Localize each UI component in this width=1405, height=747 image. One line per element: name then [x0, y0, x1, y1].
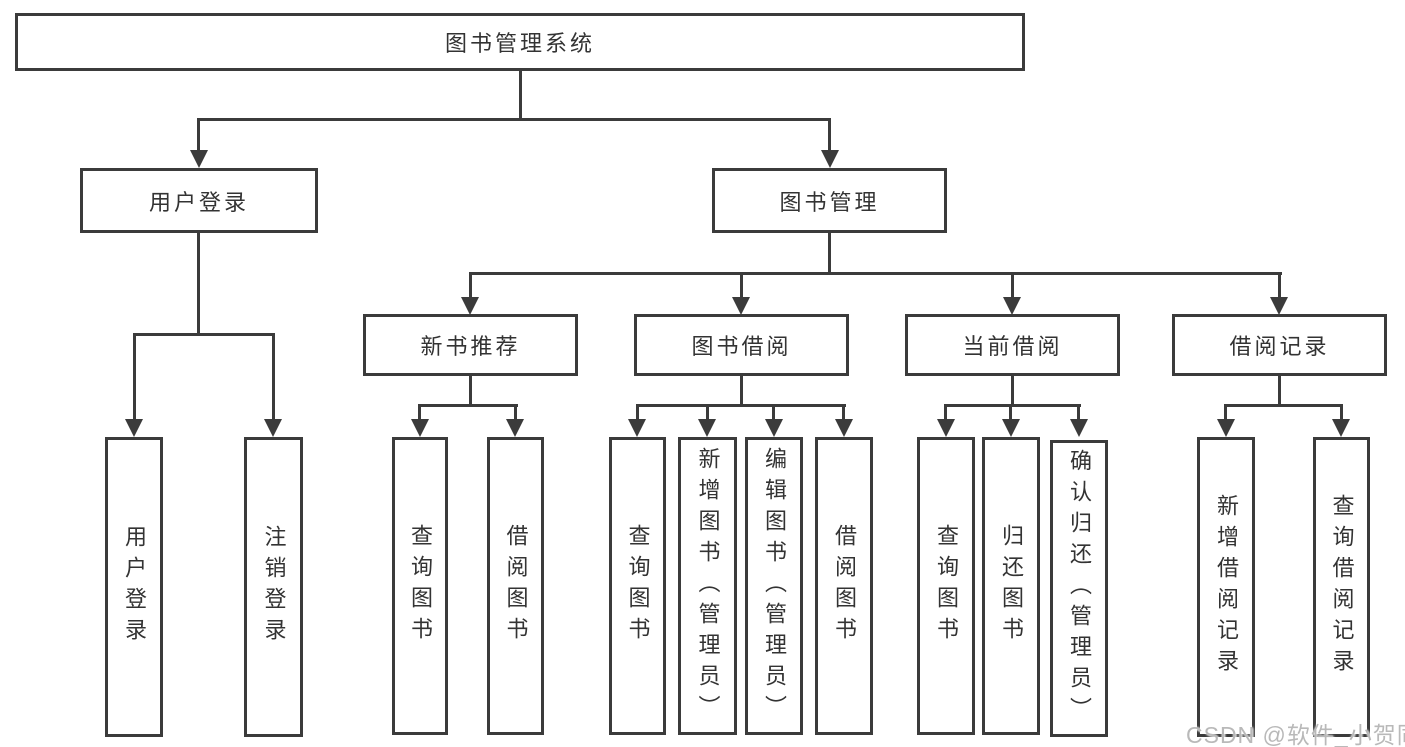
node-library-system: 图书管理系统 — [15, 13, 1025, 71]
node-user-login: 用户登录 — [80, 168, 318, 233]
node-confirm-return-admin-label: 确认归还（管理员） — [1067, 449, 1092, 728]
arrow-down-icon — [1270, 297, 1288, 315]
connector-recommend-stem — [469, 376, 472, 407]
connector-book-management-split — [469, 272, 1282, 275]
arrow-down-icon — [732, 297, 750, 315]
connector-to-book-management — [828, 118, 831, 152]
node-query-books-recommend-label: 查询图书 — [408, 524, 433, 648]
connector-to-borrowing-records — [1278, 272, 1281, 299]
connector-leaf-stem — [514, 404, 517, 421]
node-query-books-recommend: 查询图书 — [392, 437, 448, 735]
node-borrow-books-recommend-label: 借阅图书 — [503, 524, 529, 648]
arrow-down-icon — [698, 419, 716, 437]
node-query-books-current: 查询图书 — [917, 437, 975, 735]
node-borrow-books-borrowing-label: 借阅图书 — [832, 524, 857, 648]
arrow-down-icon — [821, 150, 839, 168]
node-borrowing-records: 借阅记录 — [1172, 314, 1387, 376]
node-book-borrowing: 图书借阅 — [634, 314, 849, 376]
connector-recommend-split — [418, 404, 518, 407]
arrow-down-icon — [1070, 419, 1088, 437]
connector-leaf-stem — [842, 404, 845, 421]
node-add-borrow-record-label: 新增借阅记录 — [1214, 494, 1239, 680]
connector-current-split — [944, 404, 1081, 407]
arrow-down-icon — [190, 150, 208, 168]
node-user-login-label: 用户登录 — [148, 189, 249, 215]
connector-current-stem — [1011, 376, 1014, 407]
arrow-down-icon — [835, 419, 853, 437]
connector-leaf-stem — [418, 404, 421, 421]
node-add-books-admin-label: 新增图书（管理员） — [695, 446, 721, 726]
connector-leaf-stem — [1340, 404, 1343, 421]
connector-to-book-borrowing — [740, 272, 743, 299]
node-borrow-books-borrowing: 借阅图书 — [815, 437, 873, 735]
connector-borrowing-split — [636, 404, 846, 407]
connector-leaf-stem — [1077, 404, 1080, 421]
node-query-books-borrowing: 查询图书 — [609, 437, 666, 735]
connector-records-stem — [1278, 376, 1281, 407]
connector-leaf-stem — [1224, 404, 1227, 421]
connector-to-logout-leaf — [272, 333, 275, 421]
arrow-down-icon — [765, 419, 783, 437]
node-confirm-return-admin: 确认归还（管理员） — [1050, 440, 1108, 737]
node-book-management: 图书管理 — [712, 168, 947, 233]
node-add-borrow-record: 新增借阅记录 — [1197, 437, 1255, 737]
arrow-down-icon — [1002, 419, 1020, 437]
connector-to-current-borrowing — [1011, 272, 1014, 299]
connector-to-new-book-recommend — [469, 272, 472, 299]
node-query-books-borrowing-label: 查询图书 — [625, 524, 651, 648]
node-current-borrowing: 当前借阅 — [905, 314, 1120, 376]
node-query-borrow-record: 查询借阅记录 — [1313, 437, 1370, 737]
connector-user-login-stem — [197, 233, 200, 336]
arrow-down-icon — [264, 419, 282, 437]
connector-records-split — [1224, 404, 1343, 407]
node-logout-login-label: 注销登录 — [261, 525, 287, 649]
node-return-books: 归还图书 — [982, 437, 1040, 735]
node-current-borrowing-label: 当前借阅 — [962, 334, 1063, 359]
arrow-down-icon — [937, 419, 955, 437]
connector-borrowing-stem — [740, 376, 743, 407]
connector-leaf-stem — [772, 404, 775, 421]
node-logout-login: 注销登录 — [244, 437, 303, 737]
connector-root-split — [197, 118, 831, 121]
arrow-down-icon — [1332, 419, 1350, 437]
node-edit-books-admin-label: 编辑图书（管理员） — [762, 446, 787, 726]
arrow-down-icon — [1217, 419, 1235, 437]
node-query-books-current-label: 查询图书 — [934, 524, 959, 648]
node-library-system-label: 图书管理系统 — [444, 31, 595, 56]
node-add-books-admin: 新增图书（管理员） — [678, 437, 737, 735]
arrow-down-icon — [411, 419, 429, 437]
connector-leaf-stem — [706, 404, 709, 421]
node-return-books-label: 归还图书 — [999, 524, 1024, 648]
connector-to-user-login — [197, 118, 200, 152]
connector-to-login-leaf — [133, 333, 136, 421]
node-query-borrow-record-label: 查询借阅记录 — [1329, 494, 1355, 680]
arrow-down-icon — [1003, 297, 1021, 315]
arrow-down-icon — [125, 419, 143, 437]
node-new-book-recommend-label: 新书推荐 — [420, 334, 521, 359]
node-borrowing-records-label: 借阅记录 — [1229, 334, 1330, 359]
connector-user-login-split — [133, 333, 275, 336]
node-new-book-recommend: 新书推荐 — [363, 314, 578, 376]
node-book-management-label: 图书管理 — [779, 189, 880, 215]
connector-book-management-stem — [828, 233, 831, 275]
arrow-down-icon — [461, 297, 479, 315]
arrow-down-icon — [628, 419, 646, 437]
connector-leaf-stem — [636, 404, 639, 421]
node-user-login-leaf: 用户登录 — [105, 437, 163, 737]
node-book-borrowing-label: 图书借阅 — [691, 334, 792, 359]
node-edit-books-admin: 编辑图书（管理员） — [745, 437, 803, 735]
arrow-down-icon — [506, 419, 524, 437]
connector-leaf-stem — [1009, 404, 1012, 421]
connector-leaf-stem — [944, 404, 947, 421]
connector-root-stem — [519, 70, 522, 120]
node-borrow-books-recommend: 借阅图书 — [487, 437, 544, 735]
node-user-login-leaf-label: 用户登录 — [122, 525, 147, 649]
csdn-watermark: CSDN @软件_小贺同学 — [1186, 722, 1405, 747]
